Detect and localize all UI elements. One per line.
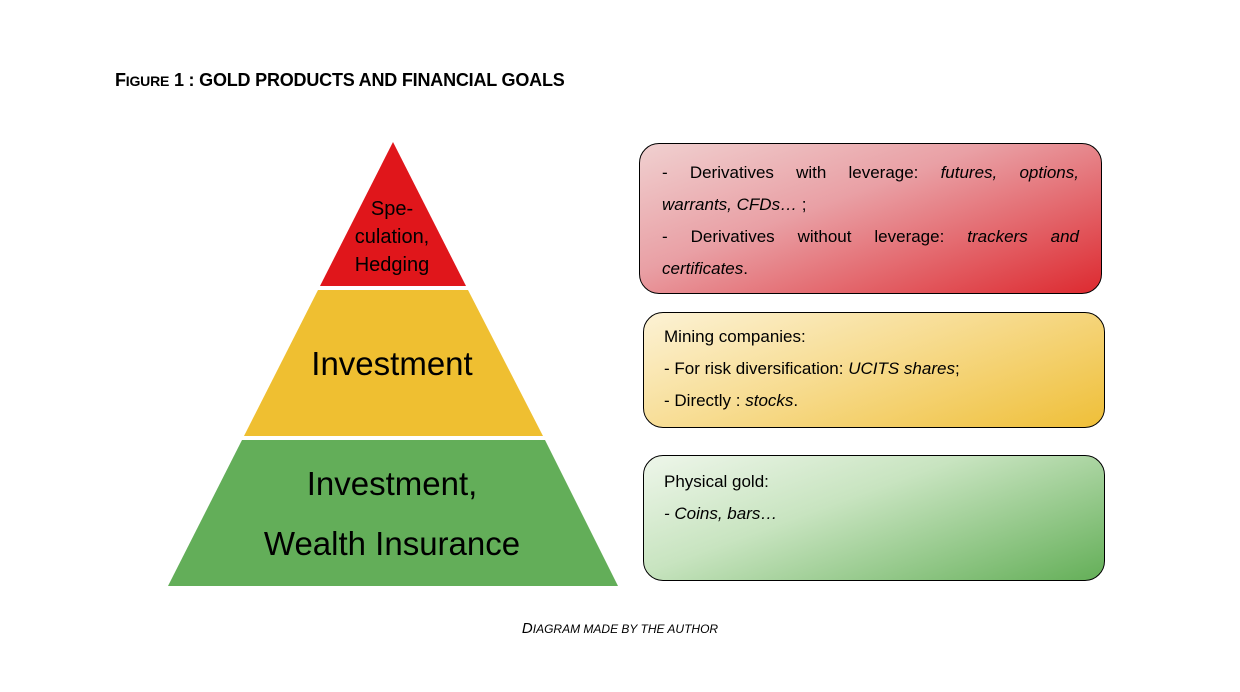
investment-line-2-italic: UCITS shares bbox=[848, 359, 955, 378]
tier-top-line-1: Spe- bbox=[371, 198, 413, 220]
speculation-products-box: - Derivatives with leverage: futures, op… bbox=[639, 143, 1102, 294]
wealth-insurance-products-box: Physical gold: - Coins, bars… bbox=[643, 455, 1105, 581]
insurance-line-2: - Coins, bars… bbox=[664, 504, 778, 523]
figure-title-smallcaps: IGURE bbox=[125, 73, 170, 89]
investment-line-3-italic: stocks bbox=[745, 391, 794, 410]
speculation-line-4-text: . bbox=[743, 259, 748, 278]
investment-line-2: - For risk diversification: UCITS shares… bbox=[664, 353, 1084, 385]
speculation-line-1-italic: futures, options, bbox=[940, 163, 1079, 182]
figure-title: FIGURE 1 : GOLD PRODUCTS AND FINANCIAL G… bbox=[115, 70, 565, 91]
investment-line-3-end: . bbox=[793, 391, 799, 410]
investment-line-3-text: - Directly : bbox=[664, 391, 746, 410]
figure-caption: DIAGRAM MADE BY THE AUTHOR bbox=[0, 620, 1240, 637]
speculation-line-4-italic: certificates bbox=[662, 259, 744, 278]
tier-bottom-line-1: Investment, bbox=[307, 465, 478, 502]
caption-smallcaps: IAGRAM MADE BY THE AUTHOR bbox=[532, 622, 719, 636]
speculation-line-2-text: ; bbox=[797, 195, 807, 214]
figure-title-rest: 1 : GOLD PRODUCTS AND FINANCIAL GOALS bbox=[169, 70, 565, 90]
speculation-line-4: certificates. bbox=[662, 253, 1079, 285]
speculation-line-2-italic: warrants, CFDs… bbox=[662, 195, 798, 214]
caption-initial: D bbox=[521, 620, 533, 637]
figure-title-initial: F bbox=[115, 70, 126, 90]
pyramid-tier-wealth-insurance bbox=[168, 440, 618, 586]
speculation-line-1: - Derivatives with leverage: futures, op… bbox=[662, 157, 1079, 189]
pyramid-tier-speculation bbox=[320, 142, 466, 286]
investment-line-3: - Directly : stocks. bbox=[664, 385, 1084, 417]
tier-top-line-3: Hedging bbox=[355, 254, 430, 276]
tier-middle-label: Investment bbox=[311, 345, 472, 382]
speculation-line-2: warrants, CFDs… ; bbox=[662, 189, 1079, 221]
speculation-line-3-italic: trackers and bbox=[967, 227, 1079, 246]
speculation-line-3-text: - Derivatives without leverage: bbox=[662, 227, 968, 246]
investment-products-box: Mining companies: - For risk diversifica… bbox=[643, 312, 1105, 428]
speculation-line-1-text: - Derivatives with leverage: bbox=[662, 163, 941, 182]
speculation-line-3: - Derivatives without leverage: trackers… bbox=[662, 221, 1079, 253]
pyramid-tier-investment bbox=[244, 290, 543, 436]
tier-top-line-2: culation, bbox=[355, 226, 430, 248]
investment-heading: Mining companies: bbox=[664, 327, 806, 346]
investment-line-2-text: - For risk diversification: bbox=[664, 359, 849, 378]
investment-line-2-end: ; bbox=[954, 359, 960, 378]
tier-bottom-line-2: Wealth Insurance bbox=[264, 525, 520, 562]
insurance-heading: Physical gold: bbox=[664, 472, 769, 491]
